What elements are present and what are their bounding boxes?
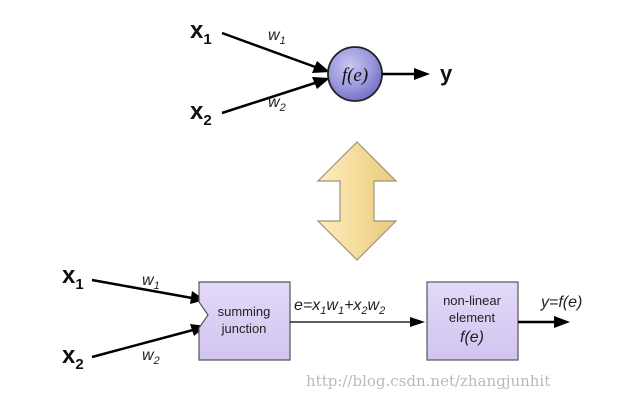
bottom-block: x1 x2 w1 w2 summing junction e=x1w1+x2w2… <box>62 262 582 373</box>
top-output-label: y <box>440 61 453 86</box>
bottom-output-label: y=f(e) <box>540 294 582 311</box>
bottom-weight2-label: w2 <box>142 347 160 367</box>
bottom-input1-label: x1 <box>62 262 84 293</box>
top-input1-label: x1 <box>190 17 212 48</box>
sum-to-nonlinear-arrowhead <box>410 317 425 327</box>
summing-junction-line2: junction <box>221 321 267 336</box>
bottom-input2-line <box>91 328 194 359</box>
bottom-weight1-label: w1 <box>142 272 160 292</box>
summing-junction-line1: summing <box>218 304 271 319</box>
nonlinear-line1: non-linear <box>443 293 501 308</box>
top-input1-arrowhead <box>312 61 330 73</box>
top-input1-line <box>221 31 319 70</box>
bottom-output-arrowhead <box>554 316 570 328</box>
top-input2-label: x2 <box>190 98 212 129</box>
bottom-input1-line <box>91 278 193 300</box>
top-input2-line <box>221 80 319 115</box>
top-input2-arrowhead <box>312 77 330 89</box>
nonlinear-element-box <box>426 281 519 361</box>
top-weight2-label: w2 <box>268 94 286 114</box>
watermark-text: http://blog.csdn.net/zhangjunhit <box>306 372 550 390</box>
nonlinear-line3: f(e) <box>460 329 484 346</box>
top-weight1-label: w1 <box>268 27 286 47</box>
equivalence-double-arrow <box>316 141 398 261</box>
summing-junction-box <box>198 281 291 361</box>
neuron-node-label: f(e) <box>342 65 368 86</box>
sum-expression: e=x1w1+x2w2 <box>294 297 385 317</box>
bottom-input2-label: x2 <box>62 342 84 373</box>
top-output-arrowhead <box>414 68 430 80</box>
nonlinear-line2: element <box>449 310 496 325</box>
top-neuron: x1 x2 w1 w2 f(e) y <box>190 17 453 129</box>
